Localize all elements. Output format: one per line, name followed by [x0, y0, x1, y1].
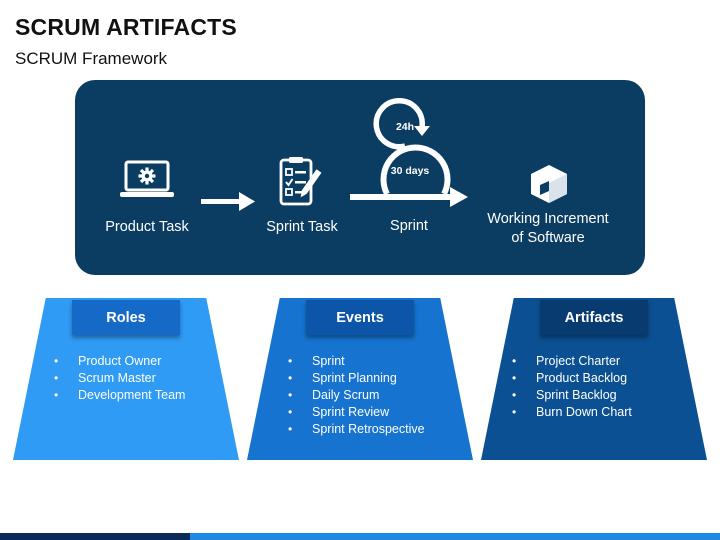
footer-bar-light	[190, 533, 720, 540]
list-item: Burn Down Chart	[512, 404, 632, 421]
product-task-label: Product Task	[105, 219, 189, 235]
sprint-task-label: Sprint Task	[266, 219, 338, 235]
page-title: SCRUM ARTIFACTS	[15, 14, 237, 40]
list-item: Sprint Retrospective	[288, 421, 425, 438]
list-item: Product Backlog	[512, 370, 632, 387]
list-item: Project Charter	[512, 353, 632, 370]
events-header: Events	[306, 300, 414, 335]
list-item: Daily Scrum	[288, 387, 425, 404]
list-item: Sprint Planning	[288, 370, 425, 387]
increment-label-line1: Working Increment	[487, 211, 609, 227]
arrow-right-icon	[201, 192, 255, 211]
laptop-gear-icon	[120, 160, 174, 197]
sprint-cycle-icon	[350, 97, 468, 207]
cycle-24h-label: 24h	[395, 121, 415, 133]
cycle-30days-label: 30 days	[390, 165, 430, 177]
list-item: Product Owner	[54, 353, 185, 370]
footer-bar-dark	[0, 533, 190, 540]
sprint-label: Sprint	[390, 218, 428, 234]
roles-list: Product Owner Scrum Master Development T…	[54, 353, 185, 404]
artifacts-list: Project Charter Product Backlog Sprint B…	[512, 353, 632, 421]
list-item: Sprint Review	[288, 404, 425, 421]
package-box-icon	[531, 165, 567, 203]
list-item: Development Team	[54, 387, 185, 404]
increment-label-line2: of Software	[511, 230, 585, 246]
checklist-pen-icon	[279, 157, 322, 206]
list-item: Scrum Master	[54, 370, 185, 387]
list-item: Sprint	[288, 353, 425, 370]
events-list: Sprint Sprint Planning Daily Scrum Sprin…	[288, 353, 425, 438]
list-item: Sprint Backlog	[512, 387, 632, 404]
page-subtitle: SCRUM Framework	[15, 49, 168, 68]
roles-header: Roles	[72, 300, 180, 335]
artifacts-header: Artifacts	[540, 300, 648, 335]
